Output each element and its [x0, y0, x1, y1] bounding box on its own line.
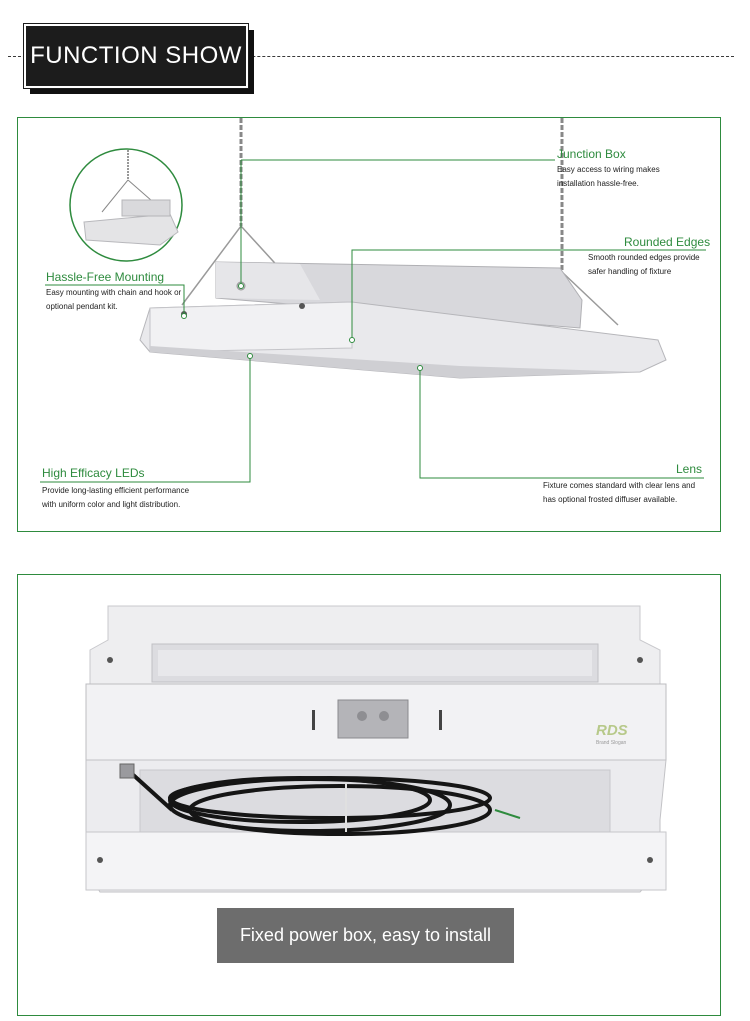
rounded-edges-desc-line2: safer handling of fixture [588, 266, 672, 276]
brand-logo-subtext: Brand Slogan [596, 740, 627, 746]
brand-logo: RDS [596, 722, 628, 739]
mounting-desc: Easy mounting with chain and hook or opt… [46, 286, 181, 313]
mounting-desc-line1: Easy mounting with chain and hook or [46, 288, 182, 297]
junction-box-title: Junction Box [557, 147, 626, 161]
mounting-desc-line2: optional pendant kit. [46, 301, 118, 311]
lens-desc: Fixture comes standard with clear lens a… [543, 479, 695, 506]
leds-title: High Efficacy LEDs [42, 466, 145, 480]
lens-title: Lens [676, 462, 703, 476]
function-panel [17, 117, 721, 532]
junction-box-desc-line2: installation hassle-free. [557, 178, 639, 188]
leds-desc-line1: Provide long-lasting efficient performan… [42, 486, 190, 495]
power-box-panel [17, 574, 721, 1016]
rounded-edges-desc-line1: Smooth rounded edges provide [588, 253, 700, 262]
junction-box-desc-line1: Easy access to wiring makes [557, 165, 660, 174]
leds-desc: Provide long-lasting efficient performan… [42, 484, 189, 511]
header-dashed-line [8, 56, 734, 57]
rounded-edges-desc: Smooth rounded edges provide safer handl… [588, 251, 700, 278]
mounting-title: Hassle-Free Mounting [46, 270, 165, 284]
section-title: FUNCTION SHOW [23, 23, 249, 89]
junction-box-desc: Easy access to wiring makes installation… [557, 163, 660, 190]
lens-desc-line1: Fixture comes standard with clear lens a… [543, 481, 696, 490]
rounded-edges-title: Rounded Edges [624, 235, 711, 249]
caption-banner: Fixed power box, easy to install [217, 908, 514, 963]
leds-desc-line2: with uniform color and light distributio… [42, 499, 181, 509]
lens-desc-line2: has optional frosted diffuser available. [543, 494, 678, 504]
